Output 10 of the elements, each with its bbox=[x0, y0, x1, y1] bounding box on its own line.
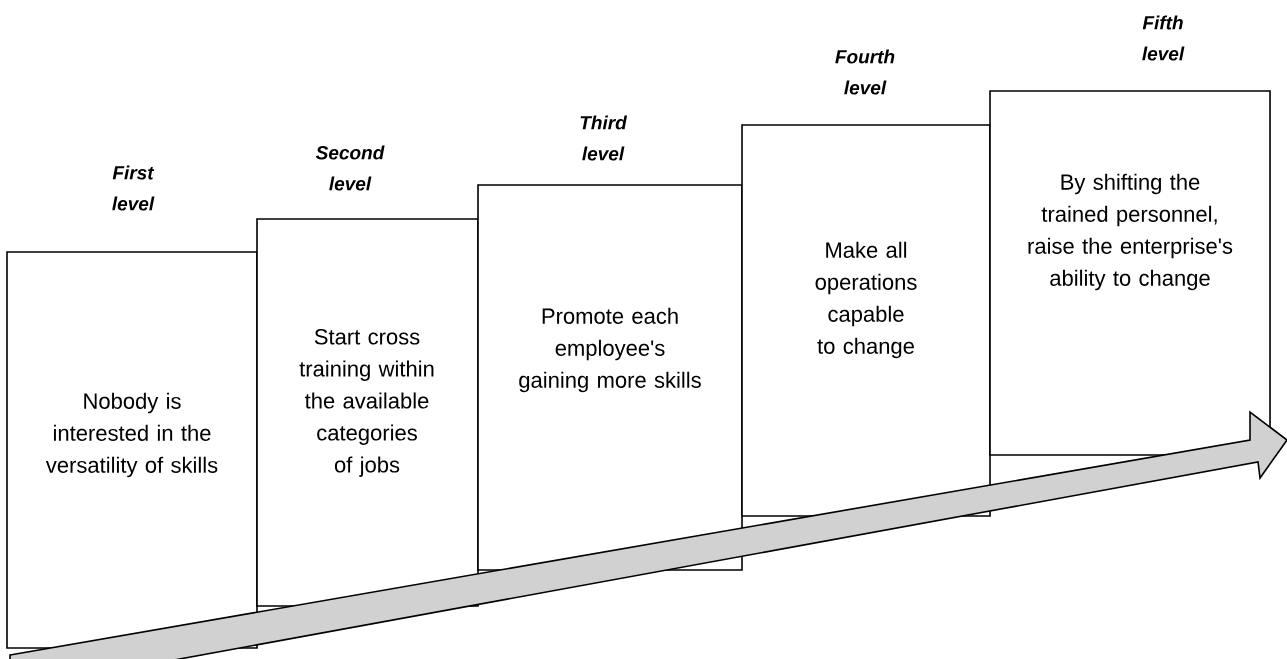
level-heading: Fourth level bbox=[835, 49, 895, 95]
level-description: Promote each employee's gaining more skills bbox=[519, 307, 701, 393]
level-heading: First level bbox=[112, 165, 155, 211]
level-heading: Third level bbox=[580, 115, 628, 161]
level-description: Make all operations capable to change bbox=[815, 241, 917, 359]
level-heading: Fifth level bbox=[1142, 15, 1185, 61]
level-description: Start cross training within the available categories of jobs bbox=[299, 329, 434, 477]
level-description: By shifting the trained personnel, raise the enterprise's ability to change bbox=[1028, 173, 1233, 291]
level-heading: Second level bbox=[315, 145, 385, 191]
level-description: Nobody is interested in the versatility of skills bbox=[45, 392, 218, 478]
